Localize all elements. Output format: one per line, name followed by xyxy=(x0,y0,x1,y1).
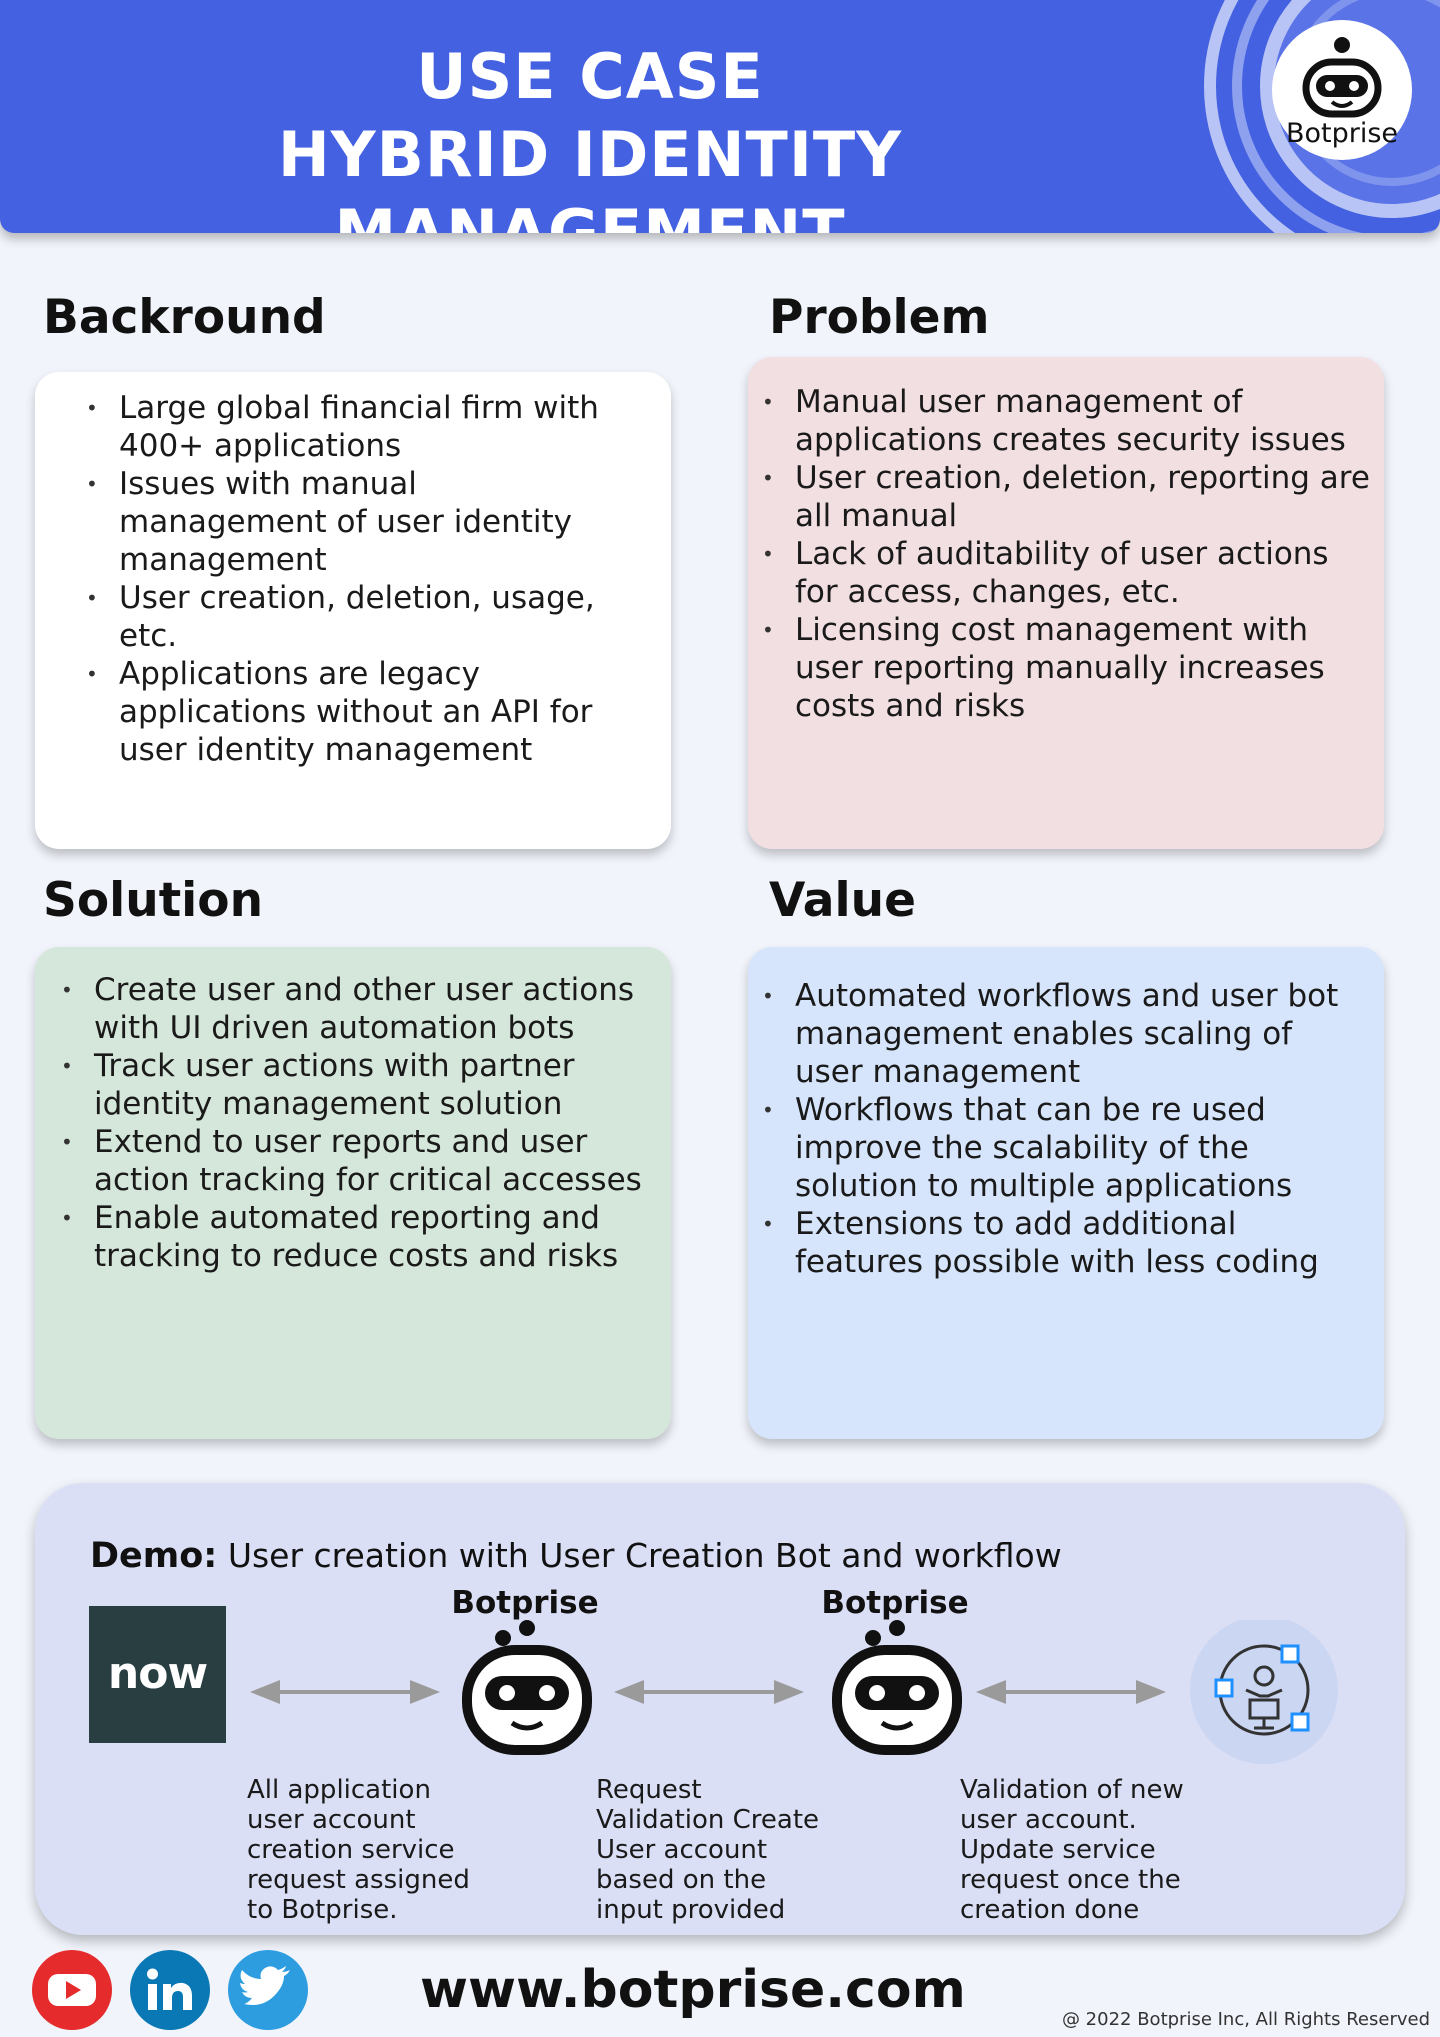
robot-icon xyxy=(832,1620,962,1755)
demo-step-3-description: Validation of new user account. Update s… xyxy=(960,1775,1184,1925)
demo-panel xyxy=(35,1483,1405,1935)
background-card: Large global financial firm with 400+ ap… xyxy=(35,372,671,849)
list-item: Automated workflows and user bot managem… xyxy=(762,977,1364,1091)
list-item: Licensing cost management with user repo… xyxy=(762,611,1376,725)
solution-list: Create user and other user actions with … xyxy=(61,971,661,1275)
value-list: Automated workflows and user bot managem… xyxy=(762,977,1364,1281)
value-card: Automated workflows and user bot managem… xyxy=(748,947,1384,1439)
list-item: Manual user management of applications c… xyxy=(762,383,1376,459)
title-line-1: USE CASE xyxy=(416,40,764,113)
list-item: User creation, deletion, reporting are a… xyxy=(762,459,1376,535)
website-link[interactable]: www.botprise.com xyxy=(420,1960,966,2020)
section-title-solution: Solution xyxy=(43,873,264,928)
linkedin-icon[interactable] xyxy=(130,1950,210,2030)
botprise-logo xyxy=(1272,20,1412,160)
list-item: Extend to user reports and user action t… xyxy=(61,1123,661,1199)
double-arrow-icon xyxy=(614,1680,804,1704)
list-item: Large global financial firm with 400+ ap… xyxy=(86,389,631,465)
background-list: Large global financial firm with 400+ ap… xyxy=(86,389,631,769)
list-item: Lack of auditability of user actions for… xyxy=(762,535,1376,611)
demo-step-1-description: All application user account creation se… xyxy=(247,1775,470,1925)
list-item: Issues with manual management of user id… xyxy=(86,465,631,579)
demo-flow-graphic xyxy=(250,1620,1338,1764)
robot-icon xyxy=(1302,37,1382,118)
page-title: USE CASE HYBRID IDENTITY MANAGEMENT xyxy=(40,38,1140,233)
identity-management-icon xyxy=(1190,1620,1338,1764)
youtube-icon[interactable] xyxy=(32,1950,112,2030)
list-item: Track user actions with partner identity… xyxy=(61,1047,661,1123)
demo-title-text: User creation with User Creation Bot and… xyxy=(227,1536,1062,1575)
demo-title: Demo: User creation with User Creation B… xyxy=(90,1536,1062,1576)
servicenow-logo-text: now xyxy=(107,1648,208,1699)
problem-card: Manual user management of applications c… xyxy=(748,357,1384,849)
list-item: Extensions to add additional features po… xyxy=(762,1205,1364,1281)
list-item: Applications are legacy applications wit… xyxy=(86,655,631,769)
page-header: USE CASE HYBRID IDENTITY MANAGEMENT xyxy=(0,0,1440,233)
problem-list: Manual user management of applications c… xyxy=(762,383,1376,725)
list-item: Workflows that can be re used improve th… xyxy=(762,1091,1364,1205)
social-icons xyxy=(32,1950,308,2030)
title-line-2: HYBRID IDENTITY MANAGEMENT xyxy=(277,118,903,233)
robot-icon xyxy=(462,1620,592,1755)
double-arrow-icon xyxy=(976,1680,1166,1704)
section-title-problem: Problem xyxy=(769,290,990,345)
twitter-icon[interactable] xyxy=(228,1950,308,2030)
list-item: User creation, deletion, usage, etc. xyxy=(86,579,631,655)
list-item: Create user and other user actions with … xyxy=(61,971,661,1047)
list-item: Enable automated reporting and tracking … xyxy=(61,1199,661,1275)
bot1-label: Botprise xyxy=(451,1585,599,1621)
logo-text: Botprise xyxy=(1285,118,1399,149)
demo-label: Demo: xyxy=(90,1536,218,1576)
double-arrow-icon xyxy=(250,1680,440,1704)
section-title-background: Backround xyxy=(43,290,326,345)
bot2-label: Botprise xyxy=(821,1585,969,1621)
servicenow-logo xyxy=(89,1606,226,1743)
copyright-text: @ 2022 Botprise Inc, All Rights Reserved xyxy=(1061,2009,1430,2030)
demo-step-2-description: Request Validation Create User account b… xyxy=(596,1775,820,1925)
section-title-value: Value xyxy=(769,873,916,928)
solution-card: Create user and other user actions with … xyxy=(35,947,671,1439)
